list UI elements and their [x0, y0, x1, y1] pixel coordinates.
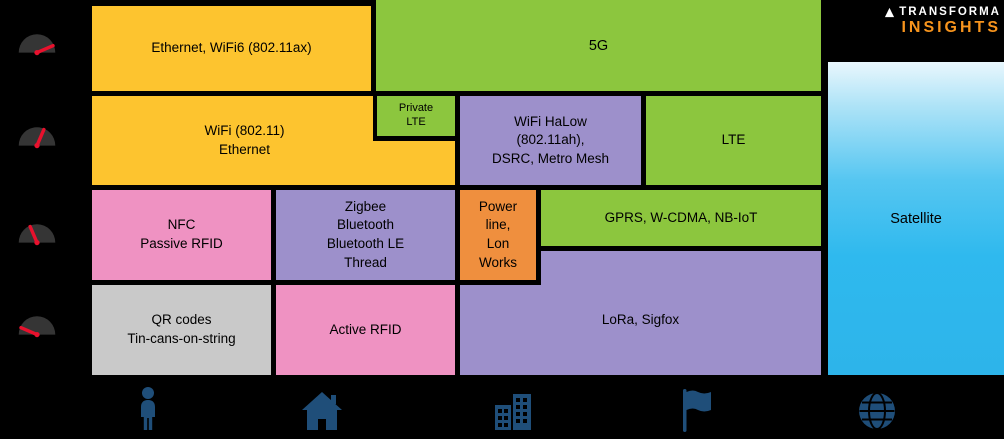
block-label: WiFi (802.11) Ethernet [204, 122, 285, 157]
block-label: QR codes Tin-cans-on-string [127, 312, 236, 346]
brand-name-bottom: INSIGHTS [901, 19, 1001, 36]
block-label: GPRS, W-CDMA, NB-IoT [604, 209, 758, 225]
block-zigbee-bluetooth: Zigbee Bluetooth Bluetooth LE Thread [276, 190, 455, 280]
speed-gauge-fast-icon [14, 117, 60, 149]
speed-gauge-slow-icon [14, 214, 60, 246]
transforma-logo-mark-icon [885, 7, 895, 17]
block-ethernet-wifi6: Ethernet, WiFi6 (802.11ax) [92, 6, 371, 91]
block-label: Ethernet, WiFi6 (802.11ax) [151, 40, 312, 56]
block-satellite: Satellite [828, 62, 1004, 375]
block-label: WiFi HaLow (802.11ah), DSRC, Metro Mesh [491, 113, 610, 166]
speed-gauge-slowest-icon [14, 306, 60, 338]
speed-gauge-fastest-icon [14, 24, 60, 56]
brand-logo: TRANSFORMA INSIGHTS [884, 6, 1004, 37]
block-qr-codes: QR codes Tin-cans-on-string [92, 285, 271, 375]
buildings-icon [494, 390, 532, 430]
block-label: Satellite [890, 210, 942, 227]
brand-name-top: TRANSFORMA [899, 6, 1001, 18]
block-label: Zigbee Bluetooth Bluetooth LE Thread [326, 198, 405, 270]
block-powerline-lonworks: Power line, Lon Works [460, 190, 536, 280]
block-active-rfid: Active RFID [276, 285, 455, 375]
block-gprs-wcdma-nbiot: GPRS, W-CDMA, NB-IoT [541, 190, 821, 246]
block-label: Private LTE [398, 102, 434, 128]
block-wifi-halow-dsrc: WiFi HaLow (802.11ah), DSRC, Metro Mesh [460, 96, 641, 185]
block-label: LTE [721, 132, 746, 148]
home-icon [302, 390, 342, 430]
block-label: Active RFID [329, 321, 402, 337]
block-label: LoRa, Sigfox [601, 311, 680, 327]
person-icon [136, 386, 160, 432]
block-label: Power line, Lon Works [478, 198, 518, 270]
globe-icon [858, 392, 896, 430]
block-label: NFC Passive RFID [140, 217, 223, 251]
block-5g: 5G [376, 0, 821, 91]
block-private-lte: Private LTE [377, 96, 455, 136]
block-label: 5G [588, 37, 609, 54]
block-nfc-passive-rfid: NFC Passive RFID [92, 190, 271, 280]
block-lte: LTE [646, 96, 821, 185]
flag-icon [680, 388, 714, 432]
